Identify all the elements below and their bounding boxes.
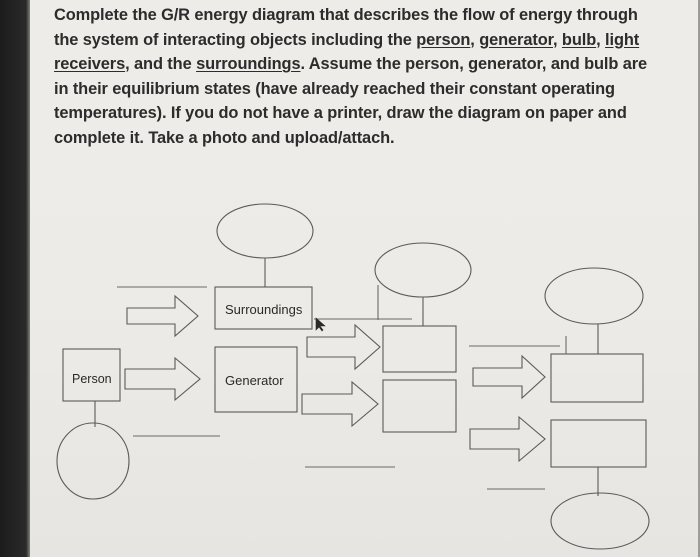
term-surroundings: surroundings — [196, 55, 301, 74]
bulb-box-top — [382, 325, 457, 373]
arrow-generator-to-bulb-bottom — [301, 380, 379, 428]
light-receiver-box-bottom — [550, 419, 647, 468]
generator-label: Generator — [225, 373, 284, 388]
separator: , — [470, 30, 480, 49]
person-energy-ellipse — [56, 422, 130, 500]
generator-box — [214, 346, 298, 413]
surroundings-box — [214, 286, 313, 330]
cursor-icon — [315, 317, 326, 332]
arrow-person-to-generator — [124, 356, 201, 402]
instructions-part-1: Complete the G/R energy diagram that des… — [54, 6, 638, 49]
term-light-receivers: light receivers — [54, 30, 640, 74]
instructions-text: Complete the G/R energy diagram that des… — [54, 3, 654, 151]
surroundings-energy-ellipse — [216, 203, 314, 259]
separator: , — [553, 30, 562, 49]
arrow-generator-to-bulb-top — [306, 323, 381, 371]
worksheet-paper — [30, 0, 698, 557]
light-receiver-box-top — [550, 353, 644, 403]
separator: , and the — [125, 55, 197, 74]
instructions-part-2: . Assume the person, generator, and bulb… — [54, 55, 648, 147]
separator: , — [596, 30, 606, 49]
term-bulb: bulb — [561, 30, 597, 49]
bulb-box-bottom — [382, 379, 457, 433]
bulb-energy-ellipse — [374, 242, 472, 298]
arrow-bulb-to-receiver-top — [472, 354, 546, 400]
light-receiver-energy-ellipse-top — [544, 267, 644, 325]
arrow-bulb-to-receiver-bottom — [469, 415, 546, 463]
term-person: person — [416, 30, 471, 49]
light-receiver-energy-ellipse-bottom — [550, 492, 650, 550]
person-box — [62, 348, 121, 402]
person-label: Person — [72, 372, 112, 386]
surroundings-label: Surroundings — [225, 302, 303, 317]
arrow-to-surroundings — [126, 294, 199, 338]
term-generator: generator — [479, 30, 553, 49]
